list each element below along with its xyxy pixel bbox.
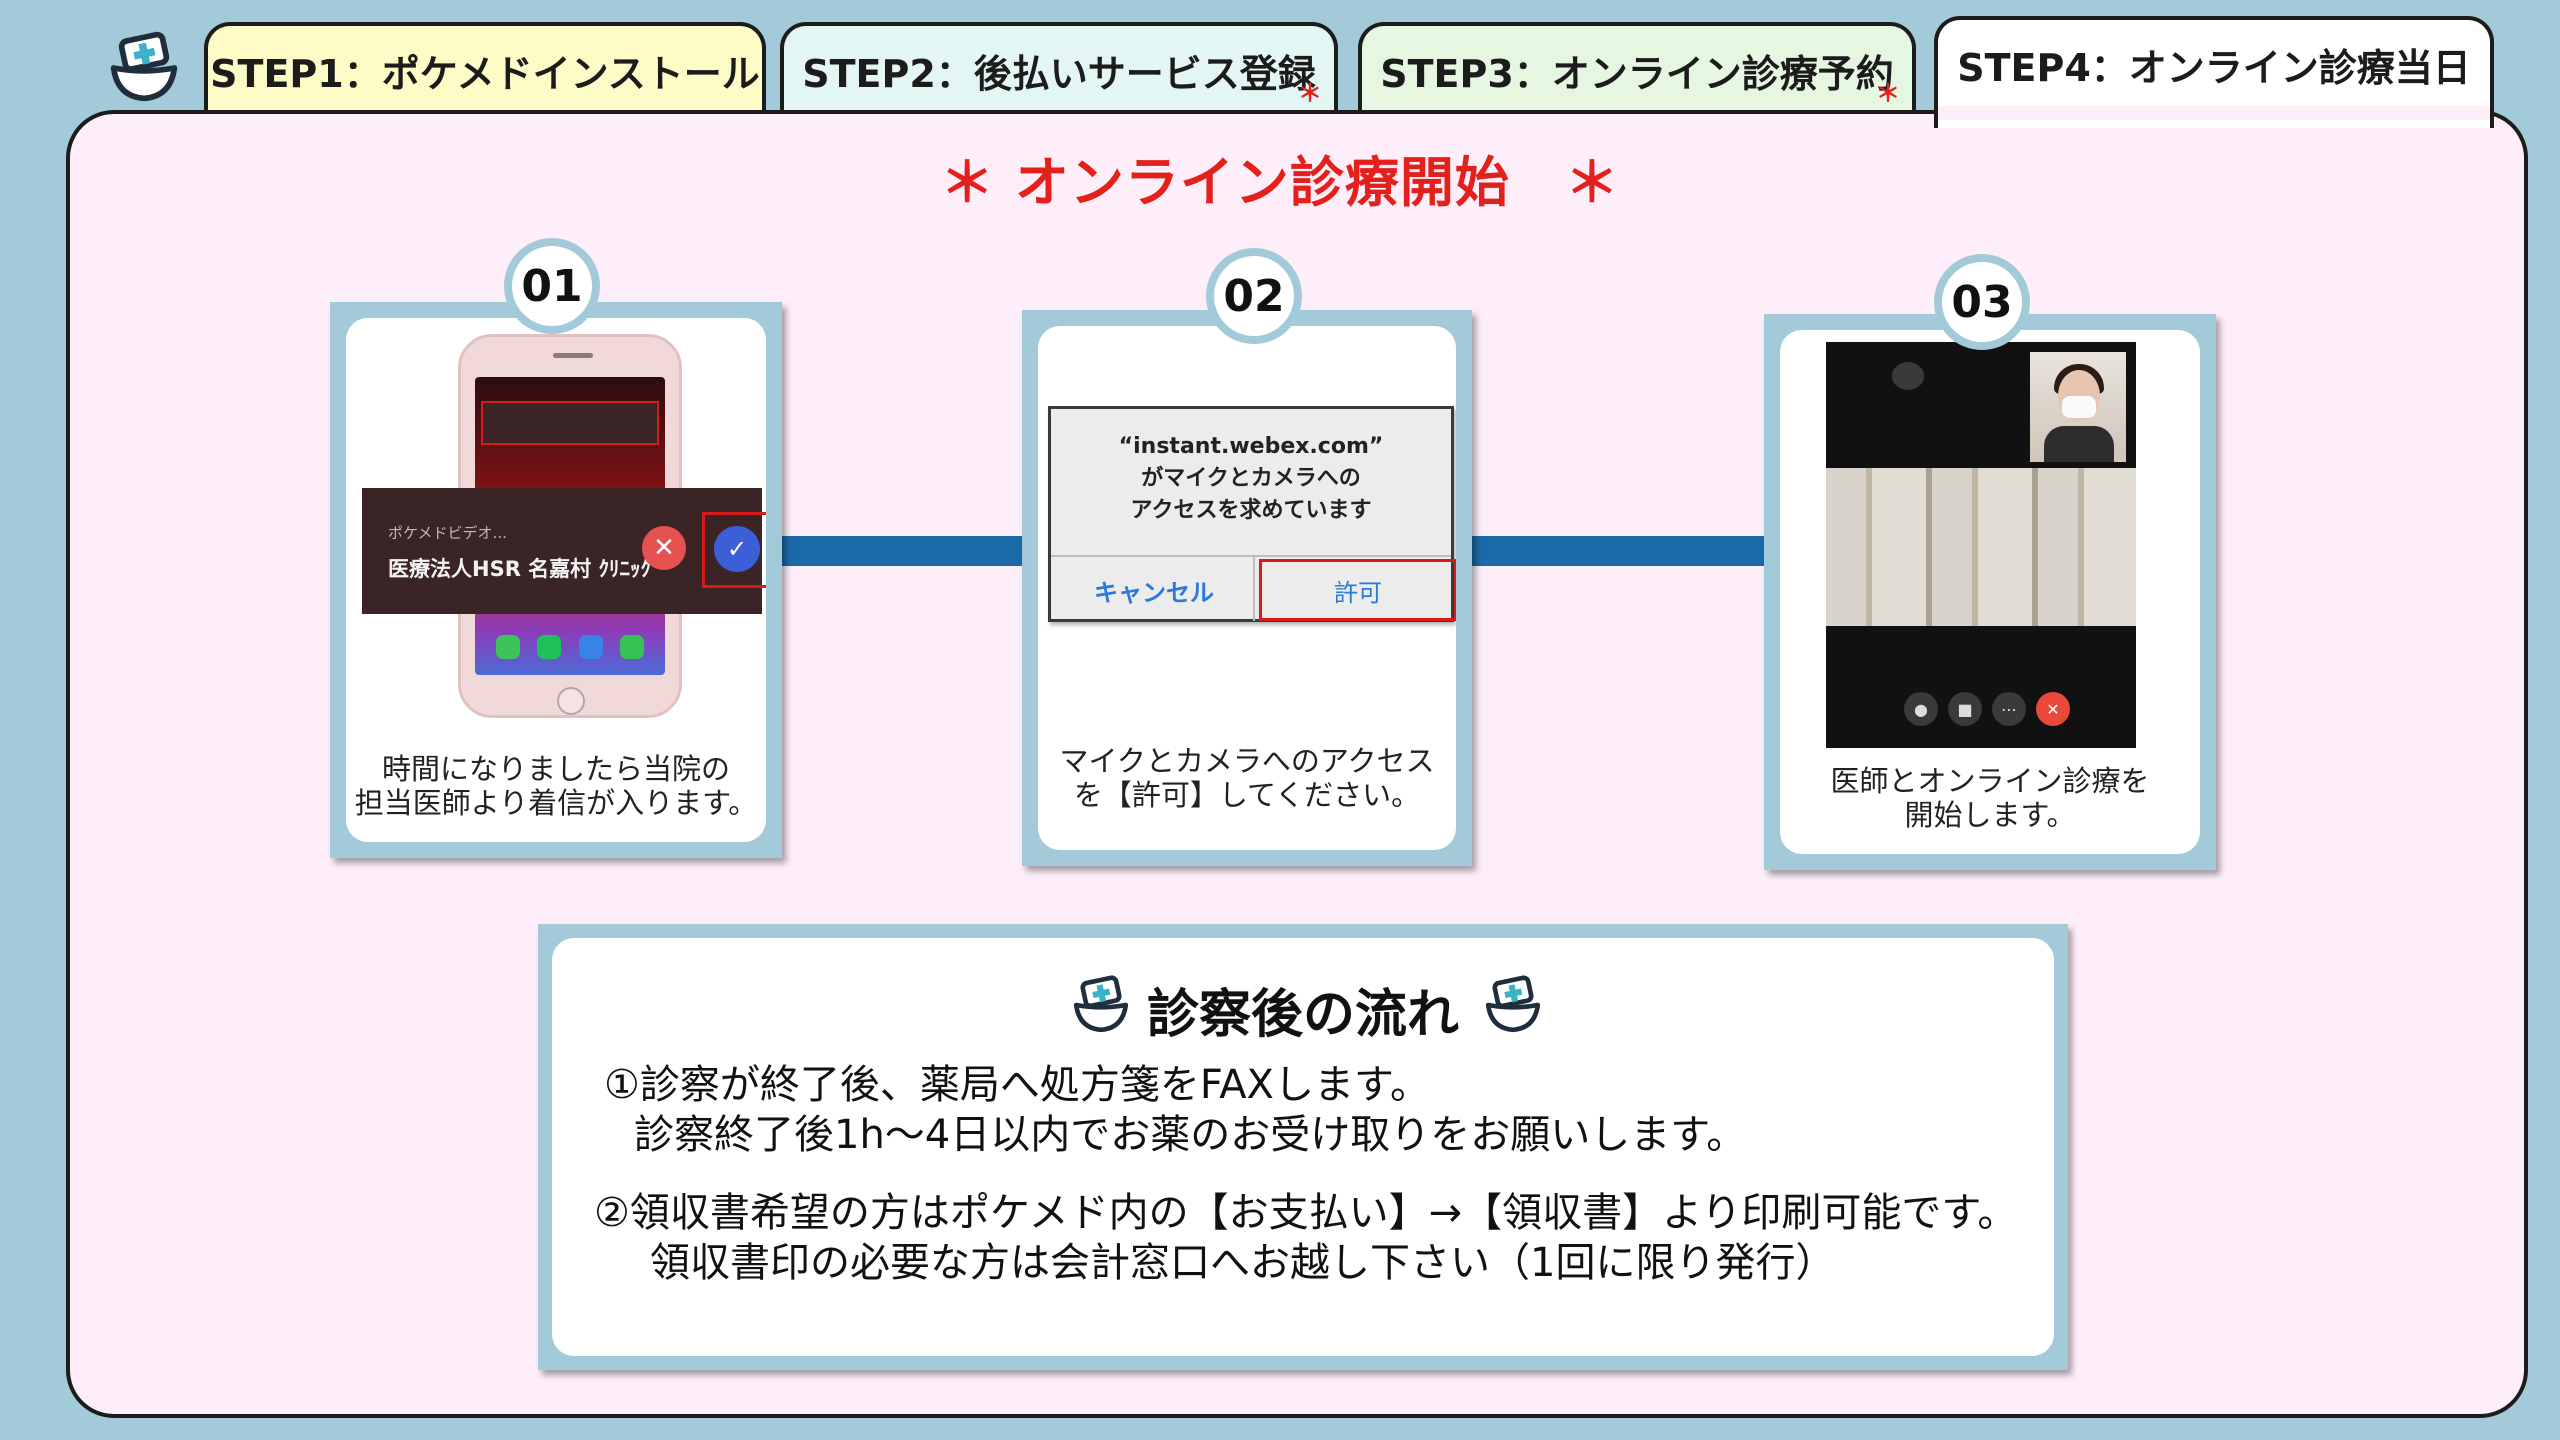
pokemed-bowl-icon [1485,975,1541,1033]
caption-line: を【許可】してください。 [1073,778,1421,812]
step-number-03: 03 [1934,254,2030,350]
flow-line: 診察終了後1h～4日以内でお薬のお受け取りをお願いします。 [634,1112,1747,1158]
tab-step3[interactable]: STEP3：オンライン診療予約 ＊ [1358,22,1916,114]
step-connector [1470,536,1764,566]
dialog-line: アクセスを求めています [1130,498,1372,523]
step-card-03: ● ■ ⋯ ✕ 医師とオンライン診療を 開始します。 [1764,314,2216,870]
tab-step4-label: STEP4：オンライン診療当日 [1957,45,2471,90]
step-card-02: “instant.webex.com” がマイクとカメラへの アクセスを求めてい… [1022,310,1472,866]
flow-line: ①診察が終了後、薬局へ処方箋をFAXします。 [604,1062,1430,1108]
tab-step2[interactable]: STEP2：後払いサービス登録 ＊ [780,22,1338,114]
cancel-button[interactable]: キャンセル [1094,578,1214,607]
caption-line: 開始します。 [1904,798,2076,832]
pip-icon[interactable] [1892,362,1924,390]
required-mark: ＊ [1876,79,1900,107]
flow-item-2: ②領収書希望の方はポケメド内の【お支払い】→【領収書】より印刷可能です。 領収書… [594,1188,2017,1288]
highlight-frame [702,512,766,588]
flow-line: ②領収書希望の方はポケメド内の【お支払い】→【領収書】より印刷可能です。 [594,1190,2018,1236]
video-call-screen: ● ■ ⋯ ✕ [1826,342,2136,748]
flow-item-1: ①診察が終了後、薬局へ処方箋をFAXします。 診察終了後1h～4日以内でお薬のお… [604,1060,1746,1160]
tab-step1[interactable]: STEP1：ポケメドインストール [204,22,766,114]
caption-line: 担当医師より着信が入ります。 [354,786,758,820]
dialog-line: がマイクとカメラへの [1141,466,1361,491]
notification-app-name: ポケメドビデオ... [388,524,507,542]
post-consultation-box: 診察後の流れ ①診察が終了後、薬局へ処方箋をFAXします。 診察終了後1h～4日… [538,924,2068,1370]
step-number-01: 01 [504,238,600,334]
incoming-call-notification: ポケメドビデオ... 医療法人HSR 名嘉村 ｸﾘﾆｯｸ ✕ ✓ [362,488,766,614]
flow-title: 診察後の流れ [1146,985,1459,1045]
caption-line: マイクとカメラへのアクセス [1059,744,1435,778]
allow-button[interactable]: 許可 [1259,559,1456,621]
step-card-01: ポケメドビデオ... 医療法人HSR 名嘉村 ｸﾘﾆｯｸ ✕ ✓ 時間になりまし… [330,302,782,858]
step-caption-03: 医師とオンライン診療を 開始します。 [1780,764,2200,832]
tab-step1-label: STEP1：ポケメドインストール [210,51,760,96]
page-title: ＊ オンライン診療開始 ＊ [940,151,1620,214]
flow-line: 領収書印の必要な方は会計窓口へお越し下さい（1回に限り発行） [650,1240,1836,1286]
check-icon[interactable]: ✓ [714,526,760,572]
dialog-line: “instant.webex.com” [1118,434,1384,459]
doctor-view [1826,468,2136,626]
pokemed-bowl-icon [110,31,178,102]
caption-line: 医師とオンライン診療を [1830,764,2150,798]
microphone-icon[interactable]: ● [1904,692,1938,726]
close-icon[interactable]: ✕ [642,526,686,570]
mini-notification [481,401,659,445]
step-connector [778,536,1024,566]
step-caption-02: マイクとカメラへのアクセス を【許可】してください。 [1038,744,1456,812]
caption-line: 時間になりましたら当院の [381,752,730,786]
end-call-icon[interactable]: ✕ [2036,692,2070,726]
tab-step2-label: STEP2：後払いサービス登録 [802,51,1316,96]
self-view [2030,352,2126,462]
pokemed-bowl-icon [1073,975,1129,1033]
step-caption-01: 時間になりましたら当院の 担当医師より着信が入ります。 [346,752,766,820]
active-tab-join [1938,106,2490,120]
tab-step3-label: STEP3：オンライン診療予約 [1380,51,1894,96]
step-number-02: 02 [1206,248,1302,344]
notification-caller: 医療法人HSR 名嘉村 ｸﾘﾆｯｸ [388,557,651,581]
required-mark: ＊ [1298,79,1322,107]
permission-dialog: “instant.webex.com” がマイクとカメラへの アクセスを求めてい… [1048,406,1456,622]
more-icon[interactable]: ⋯ [1992,692,2026,726]
camera-icon[interactable]: ■ [1948,692,1982,726]
